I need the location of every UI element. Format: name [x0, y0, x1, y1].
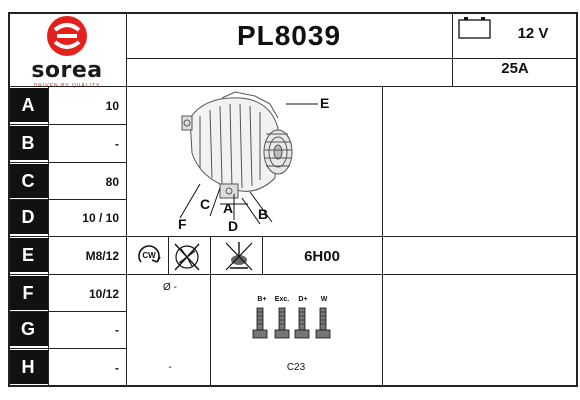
header-v1: [126, 12, 127, 386]
diagram-label-e: E: [320, 95, 330, 111]
row-sep-ab: [8, 124, 126, 125]
row-sep-gh: [8, 348, 126, 349]
spec-value-e: M8/12: [85, 249, 119, 263]
spec-letter-h: H: [8, 350, 48, 384]
row-sep-fg: [8, 311, 126, 312]
icon-split-3: [262, 236, 263, 274]
diagram-label-b: B: [258, 206, 269, 222]
spec-letter-f: F: [8, 276, 48, 310]
terminal-code: C23: [286, 361, 306, 373]
h-row-value: -: [168, 361, 172, 373]
frame-right: [576, 12, 578, 386]
diagram-label-a: A: [223, 200, 234, 216]
clock-position: 6H00: [304, 247, 340, 265]
icon-split-2: [210, 236, 211, 386]
drawing-right-line: [382, 86, 383, 386]
spec-letter-c: C: [8, 164, 48, 198]
terminal-label-exc: Exc.: [274, 296, 290, 303]
spec-value-f: 10/12: [88, 287, 119, 301]
row-sep-ef: [8, 274, 578, 275]
sorea-emblem-icon: [47, 16, 87, 56]
header-divider: [8, 86, 578, 87]
row-sep-bc: [8, 162, 126, 163]
diagram-label-f: F: [178, 216, 187, 232]
spec-letter-d: D: [8, 200, 48, 234]
pulley-diameter: Ø -: [163, 281, 177, 293]
diagram-label-c: C: [200, 196, 211, 212]
rotation-label: CW: [142, 251, 156, 260]
row-sep-de: [8, 236, 578, 237]
terminal-label-bplus: B+: [257, 296, 267, 303]
spec-value-h: -: [115, 361, 119, 375]
voltage-value: 12 V: [517, 24, 549, 42]
spec-value-d: 10 / 10: [82, 211, 119, 225]
spec-value-a: 10: [105, 99, 119, 113]
icon-split-1: [168, 236, 169, 274]
spec-value-c: 80: [105, 175, 119, 189]
battery-icon: [458, 17, 491, 39]
spec-letter-g: G: [8, 312, 48, 346]
diagram-label-d: D: [228, 218, 239, 234]
spec-letter-e: E: [8, 238, 48, 272]
spec-value-b: -: [115, 137, 119, 151]
amperage-value: 25A: [501, 59, 529, 77]
spec-value-g: -: [115, 323, 119, 337]
alternator-drawing: [179, 91, 318, 225]
brand-logo: sorea DRIVEN BY QUALITY: [8, 12, 126, 89]
part-number: PL8039: [236, 20, 342, 51]
header-v2: [452, 12, 453, 86]
frame-bottom: [8, 385, 578, 387]
row-sep-cd: [8, 199, 126, 200]
rotation-cw-icon: [134, 242, 164, 272]
header-h-sub: [126, 58, 578, 59]
frame-top: [8, 12, 578, 14]
brand-name: sorea: [31, 58, 103, 83]
spec-letter-a: A: [8, 88, 48, 122]
terminal-label-dplus: D+: [298, 296, 308, 303]
ground-icon: [225, 242, 253, 271]
no-fan-icon: [174, 243, 200, 271]
spec-letter-b: B: [8, 126, 48, 160]
terminal-label-w: W: [320, 296, 328, 303]
terminal-studs-icon: [252, 307, 331, 339]
